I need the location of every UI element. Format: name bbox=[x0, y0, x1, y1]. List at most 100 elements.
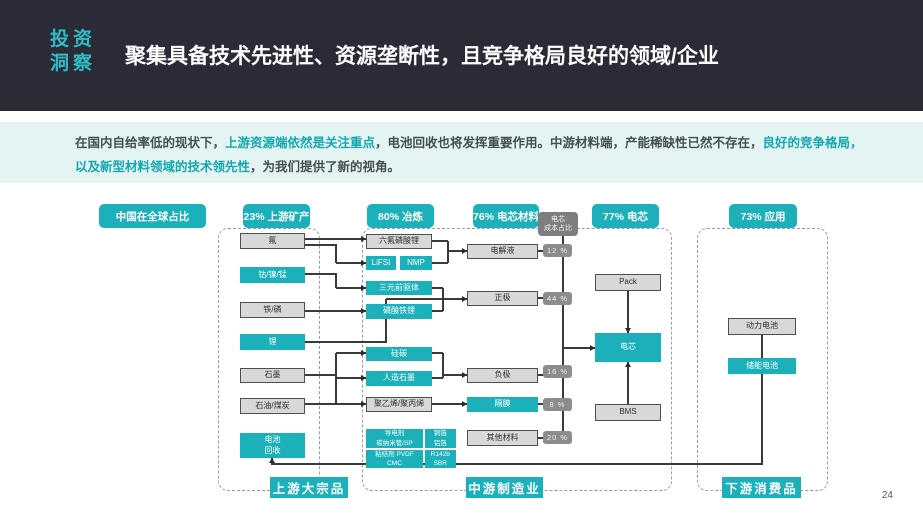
node-lifsi: LiFSI bbox=[366, 256, 396, 270]
node-artificial-graphite: 人造石墨 bbox=[366, 371, 432, 386]
connector-line bbox=[272, 463, 762, 465]
connector-line bbox=[563, 347, 595, 349]
connector-line bbox=[336, 262, 366, 264]
node-pct-electrolyte: 12 % bbox=[543, 244, 572, 257]
node-pct-other: 20 % bbox=[543, 431, 572, 444]
connector-line bbox=[336, 352, 366, 354]
node-pack: Pack bbox=[595, 274, 661, 291]
node-other-materials: 其他材料 bbox=[467, 430, 538, 446]
connector-line bbox=[335, 245, 337, 263]
connector-line bbox=[432, 240, 448, 242]
top-header-bar: 投资 洞察 聚集具备技术先进性、资源垄断性，且竞争格局良好的领域/企业 bbox=[0, 0, 923, 111]
intro-banner: 在国内自给率低的现状下，上游资源端依然是关注重点，电池回收也将发挥重要作用。中游… bbox=[0, 122, 923, 183]
connector-line bbox=[562, 236, 564, 438]
connector-line bbox=[432, 287, 443, 289]
connector-line bbox=[305, 310, 366, 312]
node-graphite: 石墨 bbox=[240, 368, 305, 383]
connector-line bbox=[305, 374, 337, 376]
arrow-head bbox=[462, 296, 467, 302]
column-header-smelting: 80% 冶炼 bbox=[367, 204, 434, 228]
intro-highlight-text: 良好的竞争格局，以及新型材料领域的技术领先性 bbox=[75, 136, 863, 174]
arrow-head bbox=[625, 362, 631, 367]
node-cell: 电芯 bbox=[595, 333, 661, 362]
column-header-cells: 77% 电芯 bbox=[592, 204, 659, 228]
node-ternary-precursor: 三元前驱体 bbox=[366, 281, 432, 295]
downstream-section-label: 下游消费品 bbox=[722, 477, 801, 498]
node-pe-pp: 聚乙烯/聚丙烯 bbox=[366, 397, 432, 412]
node-oil-coal: 石油/煤炭 bbox=[240, 398, 305, 414]
node-storage-battery: 储能电池 bbox=[728, 358, 796, 374]
connector-line bbox=[386, 298, 467, 300]
connector-line bbox=[432, 403, 467, 405]
connector-line bbox=[627, 291, 629, 333]
connector-line bbox=[305, 403, 337, 405]
arrow-head bbox=[625, 328, 631, 333]
page-number: 24 bbox=[881, 490, 893, 501]
intro-plain-text: ，电池回收也将发挥重要作用。中游材料端，产能稀缺性已然不存在， bbox=[375, 136, 763, 150]
node-anode: 负极 bbox=[467, 368, 538, 383]
grid-cell-binder: 粘结剂 PVDF CMC bbox=[366, 449, 423, 468]
grid-cell-conductive-agent: 导电剂 碳纳米管/SP bbox=[366, 429, 423, 448]
connector-line bbox=[442, 288, 444, 311]
midstream-section-label: 中游制造业 bbox=[466, 477, 543, 498]
node-cobalt-nickel-manganese: 钴/镍/锰 bbox=[240, 267, 305, 283]
arrow-head bbox=[462, 248, 467, 254]
upstream-section-container bbox=[218, 228, 320, 491]
arrow-head bbox=[361, 236, 366, 242]
node-cathode: 正极 bbox=[467, 291, 538, 306]
node-electrolyte: 电解液 bbox=[467, 244, 538, 259]
node-iron-phosphorus: 铁/磷 bbox=[240, 302, 305, 318]
connector-line bbox=[336, 287, 366, 289]
arrow-head bbox=[361, 375, 366, 381]
grid-cell-r142b-sbr: R142b SBR bbox=[424, 449, 456, 468]
connector-line bbox=[335, 274, 337, 288]
connector-line bbox=[305, 238, 366, 240]
column-header-mining: 23% 上游矿产 bbox=[243, 204, 310, 228]
arrow-head bbox=[462, 401, 467, 407]
grid-cell-foils: 铜箔 铝箔 bbox=[424, 429, 456, 448]
node-fluorine: 氟 bbox=[240, 233, 305, 249]
intro-plain-text: ，为我们提供了新的视角。 bbox=[250, 160, 401, 174]
connector-line bbox=[305, 244, 337, 246]
connector-line bbox=[536, 437, 545, 439]
arrow-head bbox=[361, 285, 366, 291]
node-silicon-carbon: 硅碳 bbox=[366, 347, 432, 361]
column-header-application: 73% 应用 bbox=[729, 204, 797, 228]
node-cell-cost-share: 电芯 成本占比 bbox=[538, 212, 578, 236]
connector-line bbox=[448, 250, 467, 252]
node-pct-separator: 8 % bbox=[543, 398, 572, 411]
brand-label: 投资 洞察 bbox=[50, 29, 97, 74]
connector-line bbox=[336, 403, 366, 405]
intro-highlight-text: 上游资源端依然是关注重点 bbox=[225, 136, 376, 150]
arrow-head bbox=[361, 308, 366, 314]
connector-line bbox=[536, 403, 545, 405]
connector-line bbox=[627, 362, 629, 404]
node-pct-anode: 16 % bbox=[543, 365, 572, 378]
connector-line bbox=[432, 262, 448, 264]
arrow-head bbox=[361, 401, 366, 407]
arrow-head bbox=[462, 372, 467, 378]
connector-line bbox=[336, 377, 366, 379]
connector-line bbox=[536, 250, 545, 252]
node-battery-recycling: 电池 回收 bbox=[240, 433, 305, 458]
upstream-section-label: 上游大宗品 bbox=[270, 477, 348, 498]
node-nmp: NMP bbox=[400, 256, 432, 270]
connector-line bbox=[536, 297, 545, 299]
connector-line bbox=[305, 341, 387, 343]
connector-line bbox=[432, 310, 443, 312]
arrow-head bbox=[361, 350, 366, 356]
connector-line bbox=[442, 353, 444, 378]
column-header-china-share: 中国在全球占比 bbox=[99, 204, 206, 228]
node-separator: 隔膜 bbox=[467, 397, 538, 412]
connector-line bbox=[443, 374, 467, 376]
arrow-head bbox=[269, 458, 275, 463]
node-power-battery: 动力电池 bbox=[728, 318, 796, 335]
connector-line bbox=[305, 273, 337, 275]
node-lfp: 磷酸铁锂 bbox=[366, 304, 432, 319]
node-bms: BMS bbox=[595, 404, 661, 421]
connector-line bbox=[432, 377, 443, 379]
node-pct-cathode: 44 % bbox=[543, 292, 572, 305]
connector-line bbox=[536, 374, 545, 376]
